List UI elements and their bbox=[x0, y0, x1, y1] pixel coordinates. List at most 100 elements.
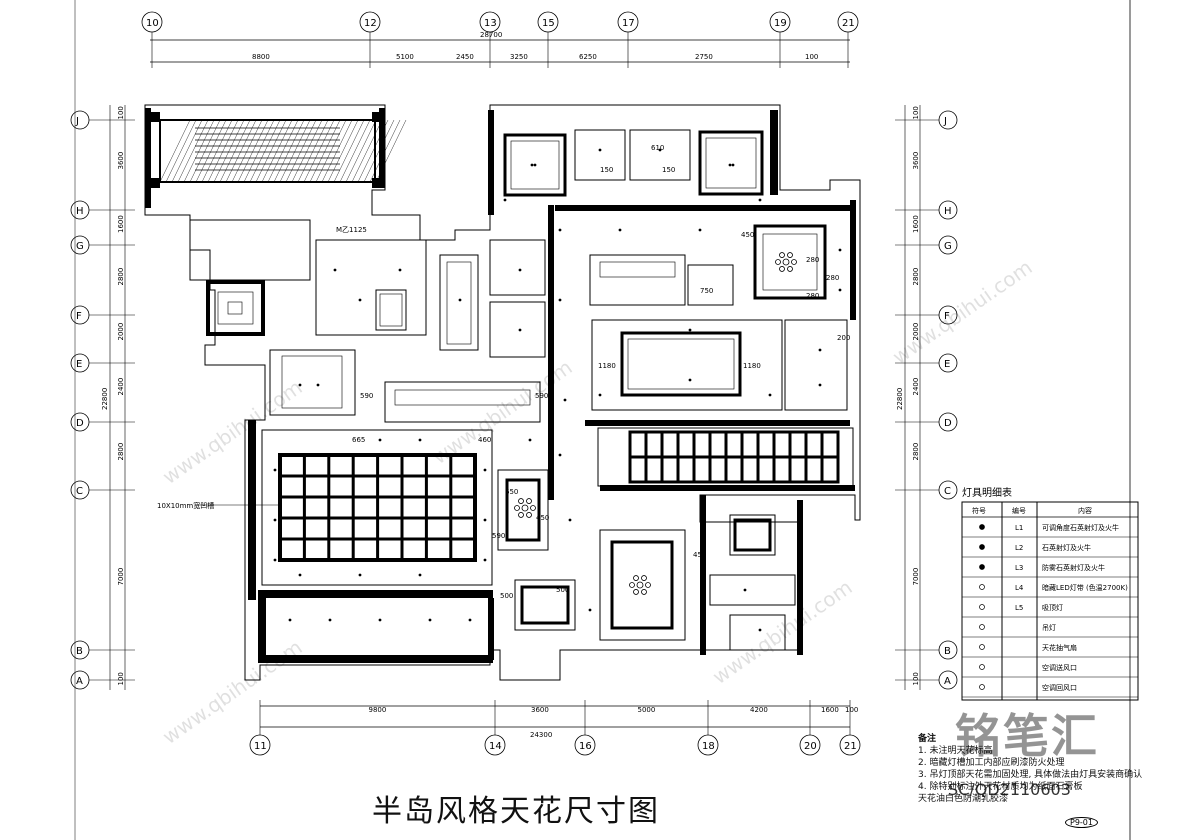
row-axis-label: C bbox=[944, 486, 951, 497]
axis-label: 16 bbox=[579, 741, 592, 752]
legend-symbol-icon bbox=[979, 644, 985, 650]
drawing-title: 半岛风格天花尺寸图 bbox=[372, 794, 660, 829]
row-axis-label: A bbox=[76, 676, 83, 687]
legend-text: 暗藏LED灯带 (色温2700K) bbox=[1042, 583, 1128, 592]
axis-bubble-21 bbox=[839, 734, 861, 756]
bottom-dim: 100 bbox=[845, 706, 858, 714]
left-dim: 2000 bbox=[912, 323, 920, 341]
spot-lights bbox=[273, 148, 842, 632]
left-dim: 2800 bbox=[117, 268, 125, 286]
sheet-tag: P9-01 bbox=[1065, 817, 1098, 828]
legend-code: L2 bbox=[1015, 544, 1023, 552]
exterior-walls bbox=[144, 104, 861, 681]
note-line: 2. 暗藏灯槽加工内部应刷漆防火处理 bbox=[918, 758, 1065, 768]
axis-label: 11 bbox=[254, 741, 267, 752]
top-dim: 3250 bbox=[510, 53, 528, 61]
room-dim: 750 bbox=[700, 287, 713, 295]
legend-header: 编号 bbox=[1012, 506, 1026, 515]
axis-label: 12 bbox=[364, 18, 377, 29]
grid-note: 10X10mm宽凹槽 bbox=[157, 501, 214, 510]
room-dim: 450 bbox=[693, 551, 706, 559]
note-line: 4. 除特别标注外天花材质均为纸面石膏板 bbox=[918, 782, 1083, 792]
top-total-dim: 28700 bbox=[480, 31, 502, 39]
room-dim: 500 bbox=[556, 586, 569, 594]
row-axis-label: J bbox=[943, 116, 947, 127]
row-axis-label: D bbox=[944, 418, 952, 429]
axis-label: 13 bbox=[484, 18, 497, 29]
room-dim: 280 bbox=[806, 256, 819, 264]
room-dim: 150 bbox=[468, 589, 481, 597]
top-dim: 6250 bbox=[579, 53, 597, 61]
room-dim: 150 bbox=[662, 166, 675, 174]
axis-bubble-14 bbox=[484, 734, 506, 756]
legend-text: 天花抽气扇 bbox=[1042, 643, 1077, 652]
left-dim: 2000 bbox=[117, 323, 125, 341]
left-dim: 7000 bbox=[912, 568, 920, 586]
coffered-grid-ceiling: 10X10mm宽凹槽 M乙1125 bbox=[157, 226, 493, 586]
brand-watermark: 铭笔汇 bbox=[955, 709, 1099, 763]
room-dim: 590 bbox=[535, 392, 548, 400]
axis-bubble-18 bbox=[697, 734, 719, 756]
legend-text: 石英射灯及火牛 bbox=[1042, 543, 1091, 552]
legend-text: 吸顶灯 bbox=[1042, 603, 1063, 612]
left-dim: 3600 bbox=[117, 152, 125, 170]
top-dim: 2450 bbox=[456, 53, 474, 61]
legend-code: L4 bbox=[1015, 584, 1024, 592]
right-grid-ceiling bbox=[597, 427, 854, 487]
axis-label: 20 bbox=[804, 741, 817, 752]
axis-label: 18 bbox=[702, 741, 715, 752]
legend-symbol-icon bbox=[979, 604, 985, 610]
row-axis-label: J bbox=[75, 116, 79, 127]
legend-text: 空调送风口 bbox=[1042, 663, 1077, 672]
legend-text: 吊灯 bbox=[1042, 623, 1056, 632]
left-dim: 2400 bbox=[912, 378, 920, 396]
left-dim: 1600 bbox=[117, 215, 125, 233]
room-dim: 150 bbox=[600, 166, 613, 174]
left-dim: 100 bbox=[117, 106, 125, 119]
row-axis-label: B bbox=[76, 646, 83, 657]
room-dim: 590 bbox=[360, 392, 373, 400]
left-dim: 2800 bbox=[912, 443, 920, 461]
legend-code: L1 bbox=[1015, 524, 1023, 532]
note-line: 天花油白色防潮乳胶漆 bbox=[918, 794, 1009, 804]
row-axis-label: H bbox=[76, 206, 84, 217]
left-dim: 2800 bbox=[117, 443, 125, 461]
bottom-dim: 9800 bbox=[369, 706, 387, 714]
room-dim: 450 bbox=[741, 231, 754, 239]
row-axis-label: B bbox=[944, 646, 951, 657]
legend-symbol-icon bbox=[979, 524, 985, 530]
room-dim: 460 bbox=[478, 436, 491, 444]
right-total-dim: 22800 bbox=[896, 388, 904, 410]
left-dim: 100 bbox=[912, 672, 920, 685]
bottom-dim: 1600 bbox=[821, 706, 839, 714]
axis-label: 15 bbox=[542, 18, 555, 29]
row-axis-bubble-J bbox=[938, 110, 958, 130]
room-dim: 1180 bbox=[743, 362, 761, 370]
legend-symbol-icon bbox=[979, 684, 985, 690]
legend-text: 可调角度石英射灯及火牛 bbox=[1042, 523, 1119, 532]
legend-symbol-icon bbox=[979, 544, 985, 550]
row-axis-label: F bbox=[76, 311, 82, 322]
upper-right-rooms bbox=[384, 129, 827, 423]
bottom-dim: 4200 bbox=[750, 706, 768, 714]
axis-label: 21 bbox=[842, 18, 855, 29]
bottom-dim: 3600 bbox=[531, 706, 549, 714]
room-dim: 610 bbox=[651, 144, 664, 152]
left-total-dim: 22800 bbox=[101, 388, 109, 410]
row-axis-bubble-J bbox=[70, 110, 90, 130]
top-dim: 2750 bbox=[695, 53, 713, 61]
bottom-dim: 5000 bbox=[638, 706, 656, 714]
axis-label: 19 bbox=[774, 18, 787, 29]
left-dim: 2800 bbox=[912, 268, 920, 286]
top-dim: 5100 bbox=[396, 53, 414, 61]
legend-text: 防雾石英射灯及火牛 bbox=[1042, 563, 1105, 572]
legend-title: 灯具明细表 bbox=[962, 486, 1012, 499]
row-axis-label: H bbox=[944, 206, 952, 217]
note-line: 1. 未注明天花标高 bbox=[918, 746, 993, 756]
top-dim: 8800 bbox=[252, 53, 270, 61]
